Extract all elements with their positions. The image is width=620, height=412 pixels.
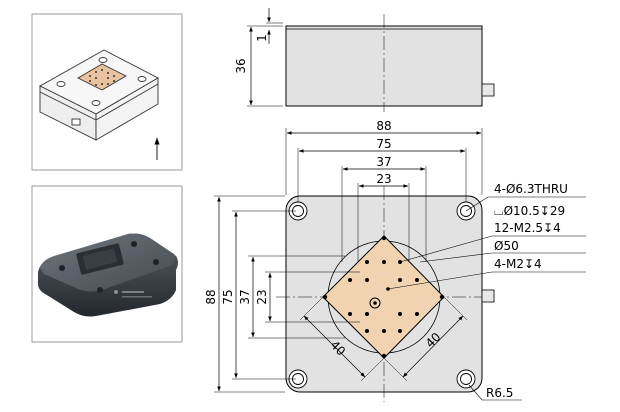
- plate-corner-mark: [381, 235, 387, 241]
- tapped-hole: [415, 312, 419, 316]
- tapped-hole: [365, 278, 369, 282]
- side-view: 36 1: [234, 8, 495, 112]
- tapped-hole: [348, 312, 352, 316]
- dim-height-88: 88: [204, 289, 218, 304]
- plate-corner-mark: [439, 294, 445, 300]
- callout-mount-holes: 4-Ø6.3THRU: [494, 182, 568, 196]
- side-connector: [481, 83, 495, 97]
- callout-bore-diameter: Ø50: [494, 239, 519, 253]
- tapped-hole: [365, 260, 369, 264]
- tapped-hole: [348, 278, 352, 282]
- product-render: [37, 233, 179, 317]
- tapped-hole: [398, 312, 402, 316]
- callout-center-taps: 4-M2↧4: [494, 257, 542, 271]
- dim-pitch-75: 75: [376, 137, 391, 151]
- tapped-hole: [382, 260, 386, 264]
- dim-pitch-v-75: 75: [221, 289, 235, 304]
- tapped-hole: [398, 278, 402, 282]
- dim-height-37: 37: [238, 289, 252, 304]
- dim-width-88: 88: [376, 119, 391, 133]
- tapped-hole: [415, 278, 419, 282]
- tapped-hole: [365, 329, 369, 333]
- plate-corner-mark: [322, 294, 328, 300]
- tapped-hole: [382, 329, 386, 333]
- plate-corner-mark: [381, 353, 387, 359]
- callout-counterbore: ⌴Ø10.5↧29: [494, 204, 565, 218]
- top-view: 88 75 37 23 88 75 37 23: [204, 119, 586, 402]
- center-tap-ring: [369, 297, 381, 309]
- isometric-sketch-panel: [31, 13, 183, 171]
- center-tap: [373, 301, 377, 305]
- callout-corner-radius: R6.5: [486, 386, 513, 400]
- callout-tapped-holes: 12-M2.5↧4: [494, 221, 561, 235]
- isometric-sketch: [39, 49, 159, 141]
- dim-width-23: 23: [376, 172, 391, 186]
- top-connector: [481, 289, 495, 303]
- tapped-hole: [365, 312, 369, 316]
- hole-bottom-right-inner: [460, 373, 472, 385]
- tapped-hole: [398, 329, 402, 333]
- dim-height-23: 23: [255, 289, 269, 304]
- dim-height-36: 36: [234, 58, 248, 73]
- dim-width-37: 37: [376, 155, 391, 169]
- product-photo-panel: [31, 185, 183, 343]
- tapped-hole-grid: [348, 260, 419, 333]
- dim-offset-1: 1: [255, 34, 269, 42]
